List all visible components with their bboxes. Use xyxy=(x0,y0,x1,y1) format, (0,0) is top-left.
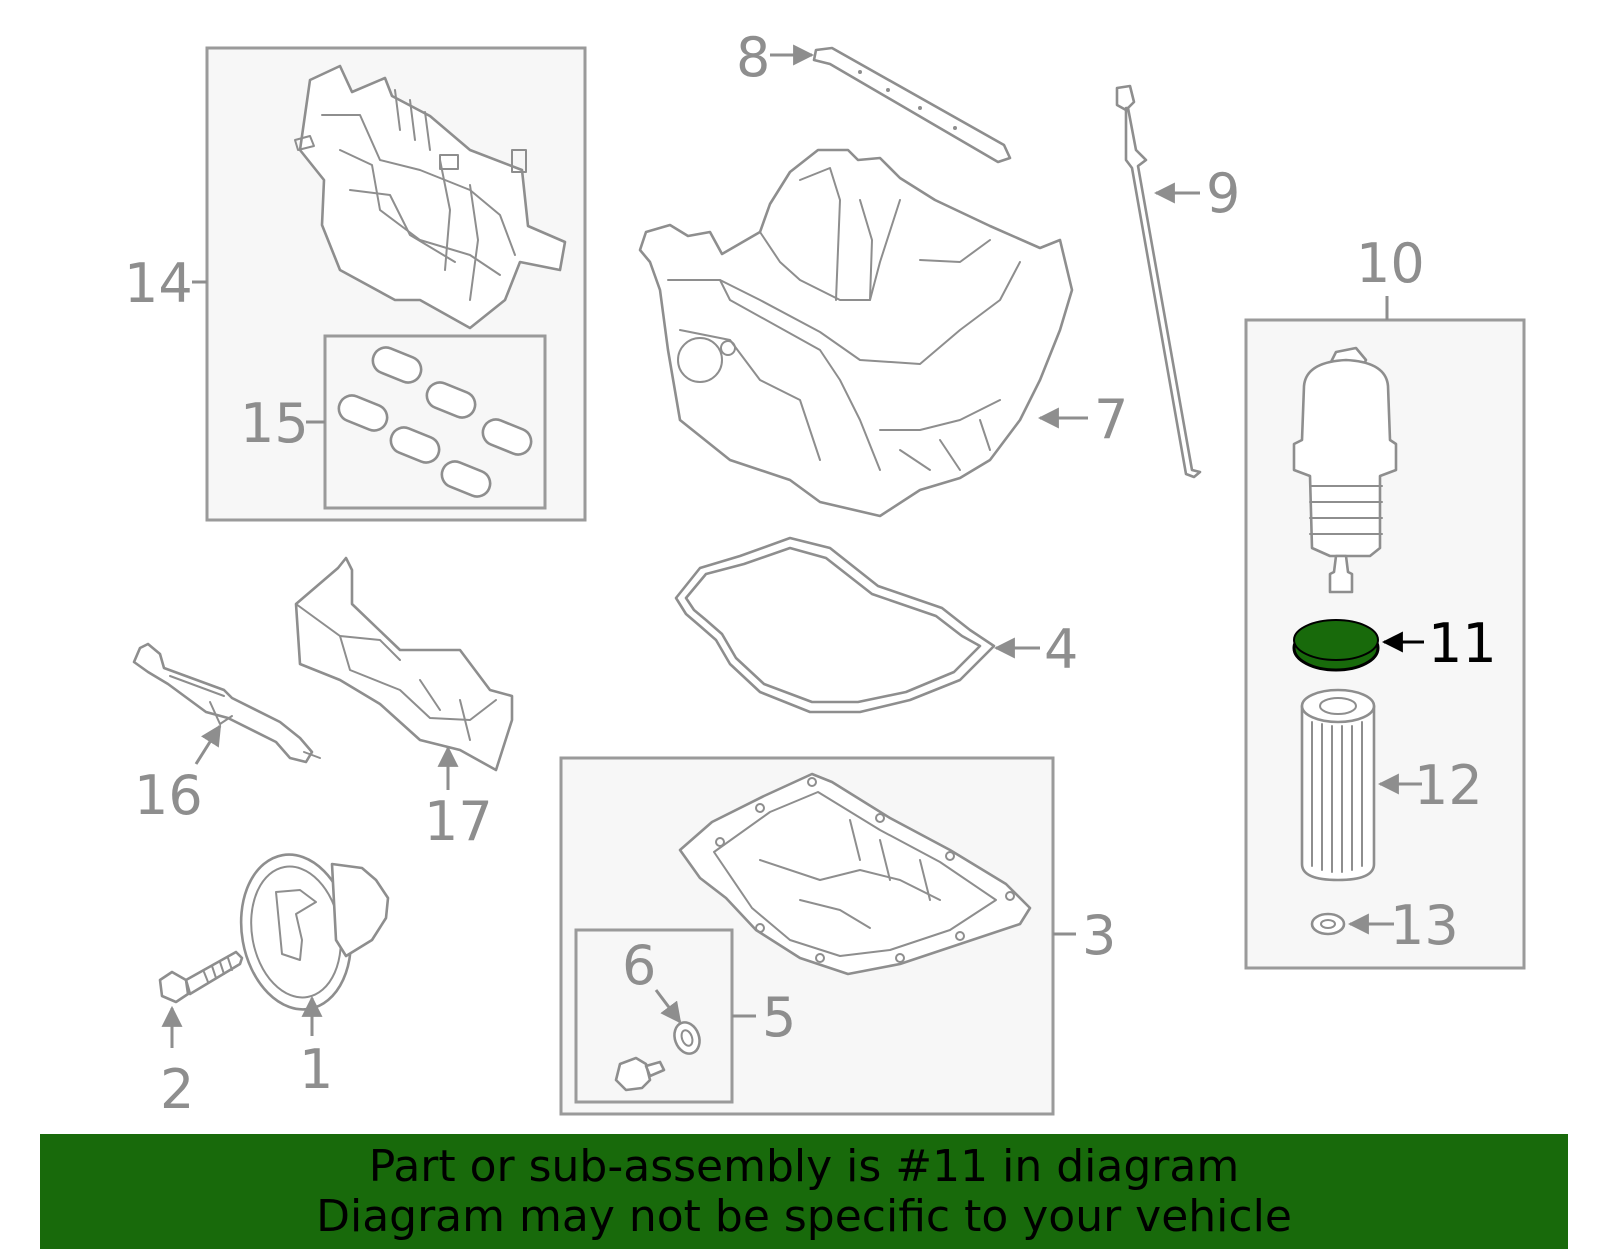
oil-level-sensor-part[interactable] xyxy=(132,642,321,764)
callout-8: 8 xyxy=(736,26,770,89)
callout-2: 2 xyxy=(160,1058,194,1121)
upper-oil-pan-part[interactable] xyxy=(638,148,1074,518)
intake-gasket-set-part[interactable] xyxy=(335,344,535,501)
callout-3: 3 xyxy=(1082,904,1116,967)
callout-11: 11 xyxy=(1428,612,1497,675)
crankshaft-pulley-part[interactable] xyxy=(229,846,390,1018)
oil-filter-o-ring-part[interactable] xyxy=(1292,619,1380,672)
oil-baffle-part[interactable] xyxy=(812,46,1012,164)
callout-10: 10 xyxy=(1356,232,1425,295)
callout-12: 12 xyxy=(1414,754,1483,817)
drain-plug-part[interactable] xyxy=(614,1056,666,1092)
callout-4: 4 xyxy=(1044,618,1078,681)
callout-6: 6 xyxy=(622,934,656,997)
drain-plug-washer-part[interactable] xyxy=(670,1019,703,1057)
intake-manifold-part[interactable] xyxy=(294,64,567,330)
oil-pan-gasket-part[interactable] xyxy=(674,536,996,714)
lower-oil-pan-part[interactable] xyxy=(678,772,1032,976)
banner-line-2: Diagram may not be specific to your vehi… xyxy=(316,1190,1292,1242)
callout-16: 16 xyxy=(134,764,203,827)
drain-washer-part[interactable] xyxy=(1310,912,1346,936)
shield-part[interactable] xyxy=(294,556,514,772)
info-banner: Part or sub-assembly is #11 in diagram D… xyxy=(40,1134,1568,1249)
oil-filter-housing-part[interactable] xyxy=(1292,346,1398,594)
callout-5: 5 xyxy=(762,986,796,1049)
pulley-bolt-part[interactable] xyxy=(158,950,244,1004)
callout-13: 13 xyxy=(1390,894,1459,957)
oil-filter-element-part[interactable] xyxy=(1300,688,1376,882)
callout-9: 9 xyxy=(1206,162,1240,225)
callout-1: 1 xyxy=(299,1038,333,1101)
callout-17: 17 xyxy=(424,790,493,853)
banner-line-1: Part or sub-assembly is #11 in diagram xyxy=(368,1140,1240,1192)
dipstick-part[interactable] xyxy=(1115,84,1202,479)
callout-14: 14 xyxy=(124,252,193,315)
callout-7: 7 xyxy=(1094,388,1128,451)
callout-15: 15 xyxy=(240,392,309,455)
